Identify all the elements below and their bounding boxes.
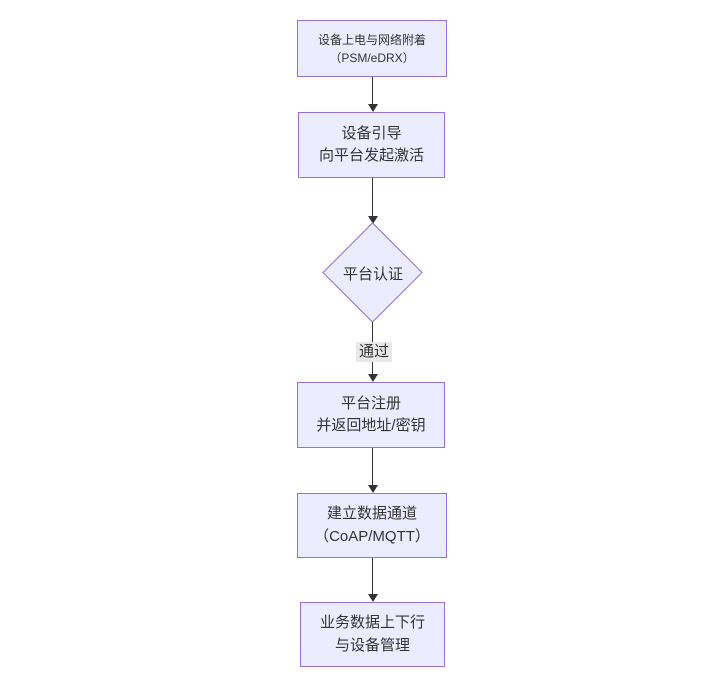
node-business-line1: 业务数据上下行 xyxy=(319,614,425,631)
node-data-channel-line2: （CoAP/MQTT） xyxy=(314,527,430,545)
edge-power-to-bootstrap xyxy=(372,77,373,105)
node-business: 业务数据上下行 与设备管理 xyxy=(300,602,445,667)
node-bootstrap-line1: 设备引导 xyxy=(341,124,402,142)
edge-register-to-channel xyxy=(372,448,373,485)
node-power-attach: 设备上电与网络附着 （PSM/eDRX） xyxy=(297,20,447,77)
node-register: 平台注册 并返回地址/密钥 xyxy=(297,382,445,448)
node-data-channel: 建立数据通道 （CoAP/MQTT） xyxy=(297,493,447,558)
edge-channel-to-business xyxy=(372,558,373,594)
node-register-line1: 平台注册 xyxy=(340,394,401,412)
node-data-channel-line1: 建立数据通道 xyxy=(326,505,417,522)
edge-bootstrap-to-auth xyxy=(372,178,373,216)
arrowhead-icon xyxy=(368,485,378,493)
arrowhead-icon xyxy=(368,374,378,382)
node-power-attach-line1: 设备上电与网络附着 xyxy=(317,32,426,47)
edge-label-pass: 通过 xyxy=(356,342,393,362)
arrowhead-icon xyxy=(368,216,378,224)
node-register-line2: 并返回地址/密钥 xyxy=(316,417,426,434)
arrowhead-icon xyxy=(368,104,378,112)
node-bootstrap-line2: 向平台发起激活 xyxy=(318,147,424,164)
node-business-line2: 与设备管理 xyxy=(334,636,410,654)
arrowhead-icon xyxy=(368,594,378,602)
node-bootstrap: 设备引导 向平台发起激活 xyxy=(298,112,445,178)
node-auth-label: 平台认证 xyxy=(342,265,403,283)
node-power-attach-line2: （PSM/eDRX） xyxy=(329,50,415,65)
